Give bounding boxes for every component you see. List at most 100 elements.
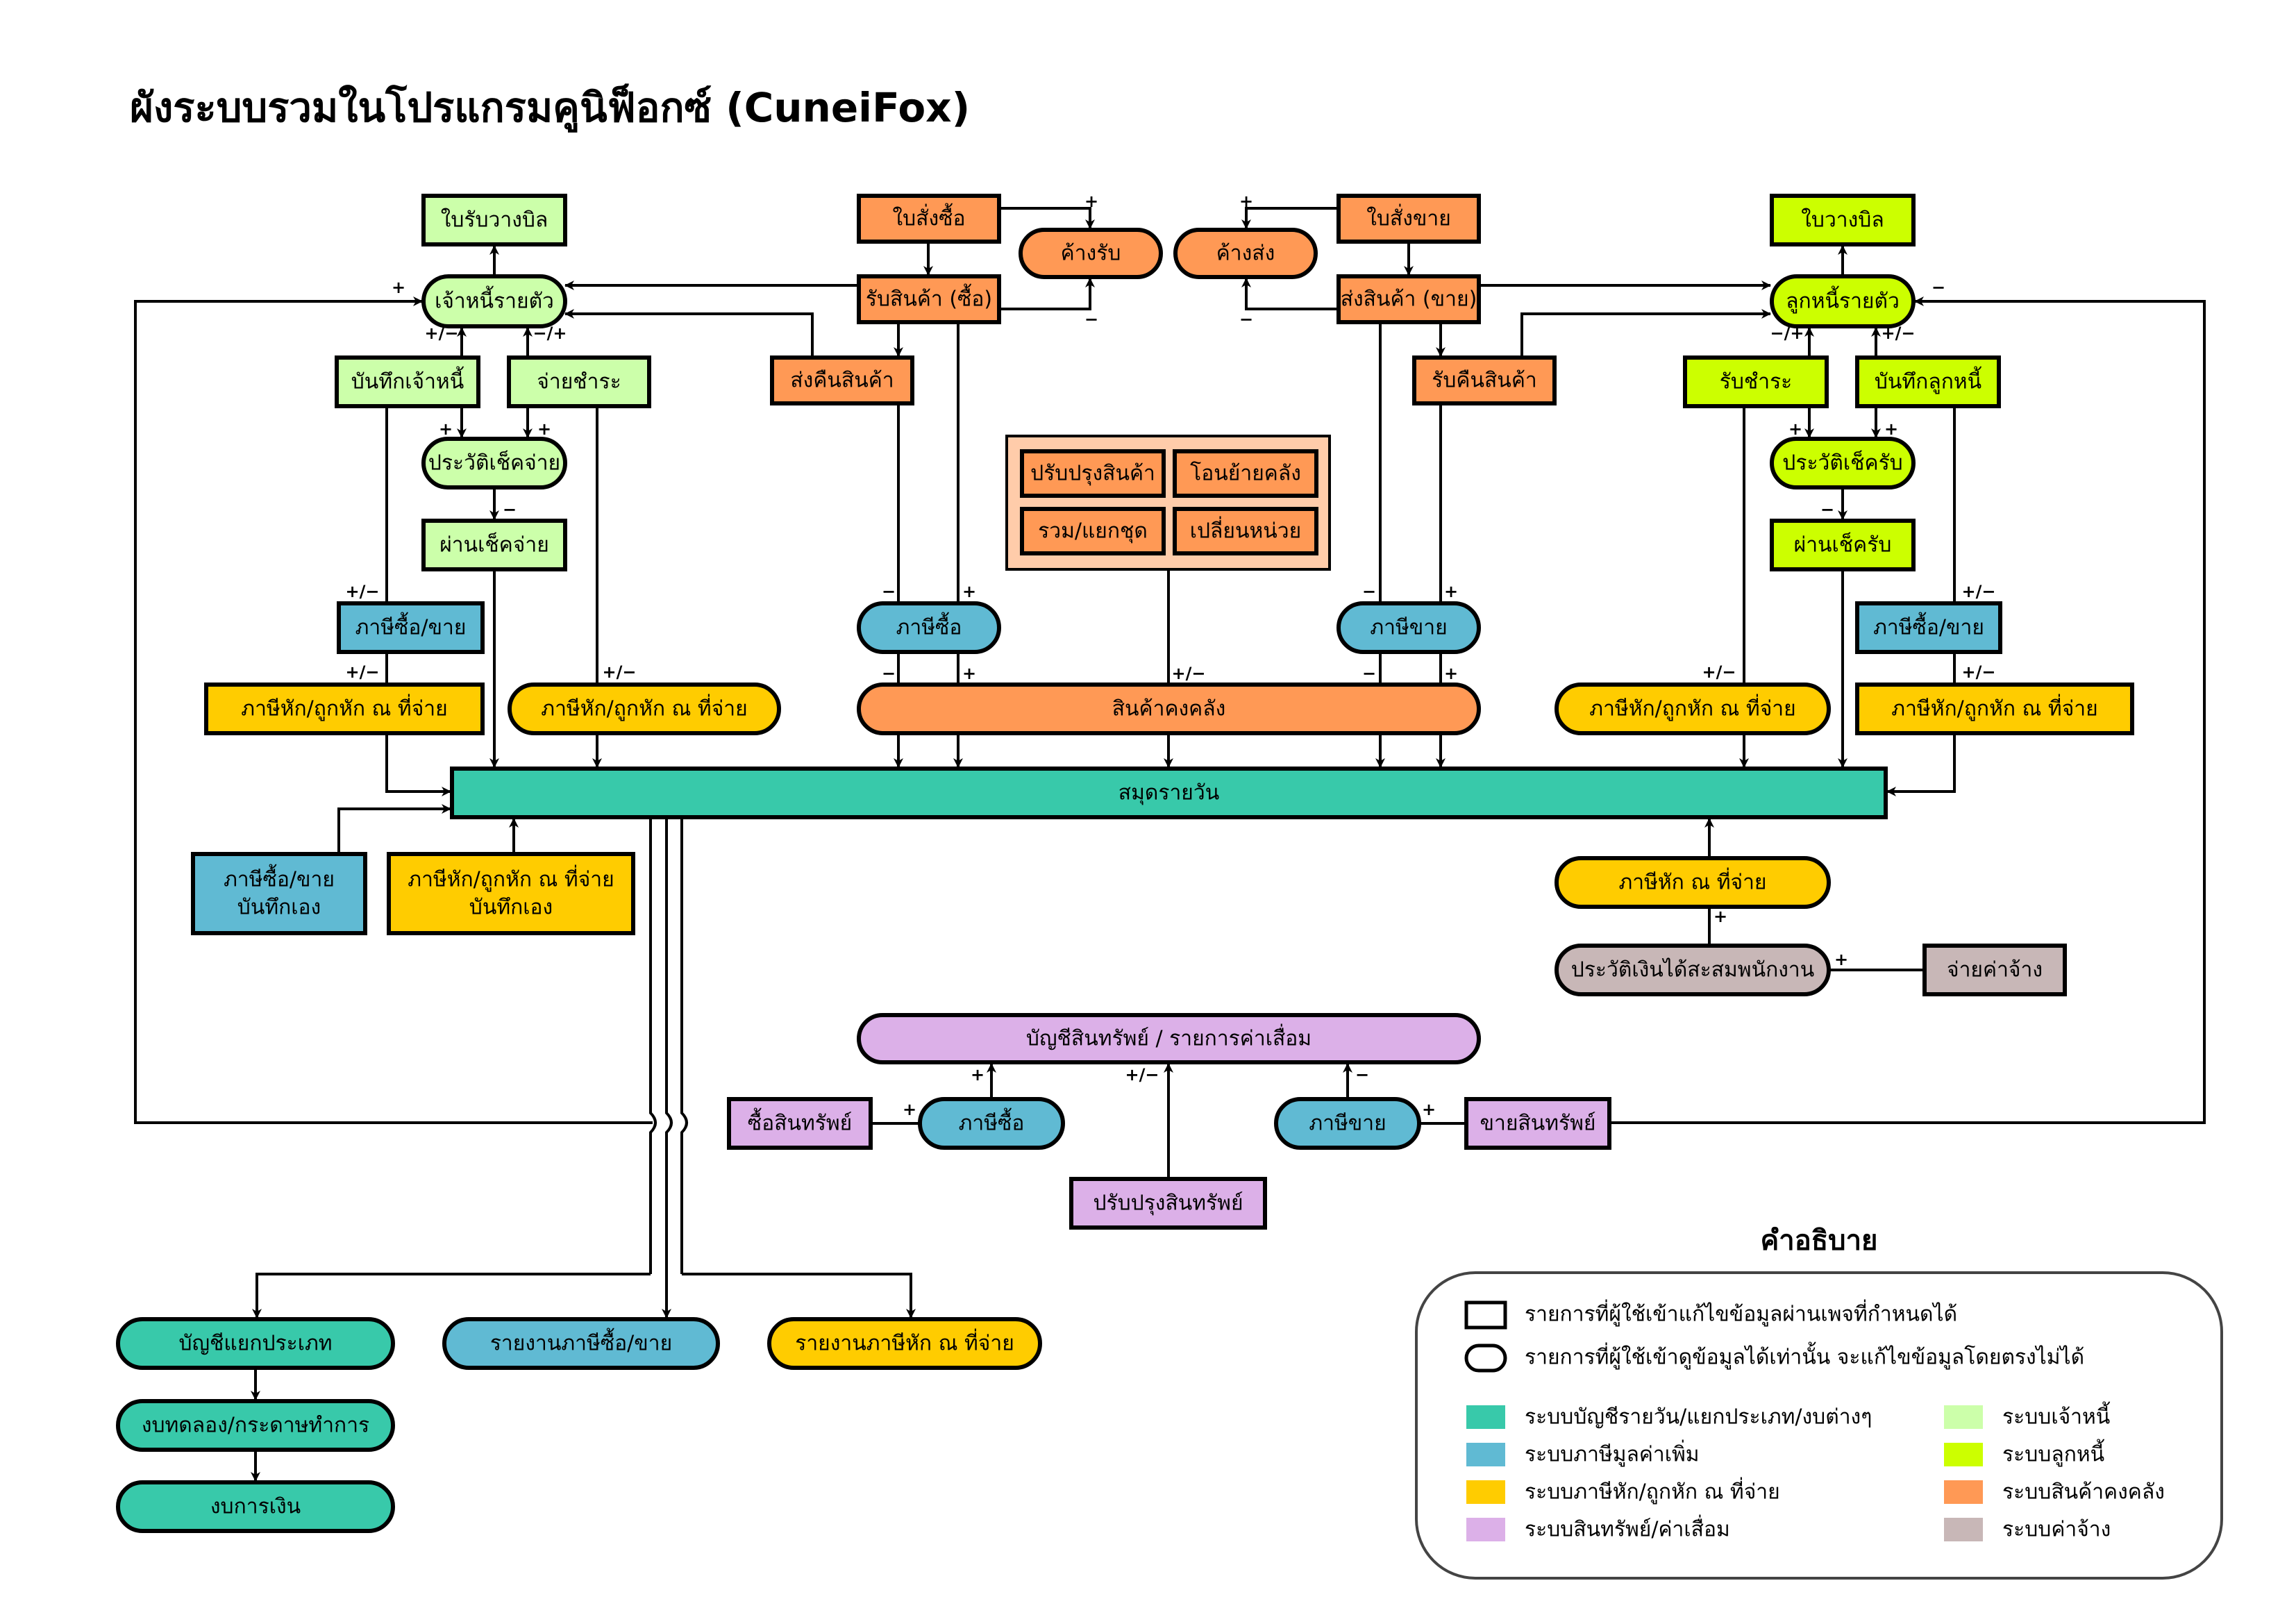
node-paid-cheque-history[interactable]: ประวัติเช็คจ่าย [421, 437, 567, 489]
edge-sign: − [503, 500, 517, 519]
edge-sign: + [1788, 419, 1802, 439]
node-shape [387, 852, 635, 935]
node-combine-split[interactable]: รวม/แยกชุด [1020, 507, 1166, 555]
node-wht-payroll[interactable]: ภาษีหัก ณ ที่จ่าย [1555, 856, 1831, 909]
node-shape [1770, 194, 1916, 246]
node-label: รับสินค้า (ซื้อ) [866, 284, 992, 312]
node-financial-statements[interactable]: งบการเงิน [116, 1480, 395, 1533]
connector [564, 309, 814, 358]
legend-swatch-creditor [1944, 1405, 1983, 1429]
node-return-goods[interactable]: ส่งคืนสินค้า [770, 355, 914, 405]
legend-swatch-inventory [1944, 1480, 1983, 1504]
node-asset-output-vat[interactable]: ภาษีขาย [1274, 1097, 1421, 1150]
legend-swatch-debtor [1944, 1443, 1983, 1466]
node-inventory[interactable]: สินค้าคงคลัง [857, 683, 1481, 735]
node-record-debtor[interactable]: บันทึกลูกหนี้ [1855, 355, 2001, 408]
node-clear-received-cheque[interactable]: ผ่านเช็ครับ [1770, 519, 1916, 571]
node-receive-goods[interactable]: รับสินค้า (ซื้อ) [857, 274, 1001, 324]
node-label: บันทึกเอง [237, 896, 321, 920]
node-shape [116, 1317, 395, 1370]
legend-swatch-wht [1466, 1480, 1505, 1504]
connector [1611, 296, 2206, 1124]
node-shape [1336, 601, 1481, 654]
legend-system-label: ระบบบัญชีรายวัน/แยกประเภท/งบต่างๆ [1525, 1405, 1872, 1430]
node-sales-order[interactable]: ใบสั่งขาย [1336, 194, 1481, 244]
connector [252, 1273, 651, 1319]
node-vat-report[interactable]: รายงานภาษีซื้อ/ขาย [442, 1317, 720, 1370]
node-label: งบการเงิน [210, 1495, 301, 1519]
edge-sign: − [1362, 664, 1376, 683]
node-label: รวม/แยกชุด [1038, 519, 1148, 544]
node-receive-return[interactable]: รับคืนสินค้า [1412, 355, 1557, 405]
diagram-title: ผังระบบรวมในโปรแกรมคูนิฟ็อกซ์ (CuneiFox) [130, 84, 971, 131]
node-label: จ่ายค่าจ้าง [1947, 958, 2043, 982]
node-deliver-goods[interactable]: ส่งสินค้า (ขาย) [1336, 274, 1481, 324]
node-shape [1019, 228, 1163, 279]
node-label: ขายสินทรัพย์ [1480, 1112, 1596, 1136]
node-label: ประวัติเงินได้สะสมพนักงาน [1571, 957, 1815, 982]
node-trial-balance[interactable]: งบทดลอง/กระดาษทำการ [116, 1399, 395, 1452]
node-label: ภาษีซื้อ [896, 612, 962, 640]
node-general-ledger[interactable]: บัญชีแยกประเภท [116, 1317, 395, 1370]
nodes-layer: ใบรับวางบิลเจ้าหนี้รายตัวบันทึกเจ้าหนี้จ… [116, 194, 2134, 1533]
node-shape [507, 355, 651, 408]
node-shape [1173, 228, 1318, 279]
node-label: บันทึกเจ้าหนี้ [351, 367, 464, 394]
node-label: ใบสั่งซื้อ [892, 203, 965, 231]
node-adjust-asset[interactable]: ปรับปรุงสินทรัพย์ [1069, 1177, 1267, 1230]
node-employee-income-history[interactable]: ประวัติเงินได้สะสมพนักงาน [1555, 944, 1831, 996]
node-record-creditor[interactable]: บันทึกเจ้าหนี้ [335, 355, 480, 408]
node-asset-register[interactable]: บัญชีสินทรัพย์ / รายการค่าเสื่อม [857, 1013, 1481, 1064]
node-invoice-bill[interactable]: ใบวางบิล [1770, 194, 1916, 246]
edge-sign: − [1820, 500, 1834, 519]
node-shape [1173, 449, 1318, 498]
node-label: ใบรับวางบิล [441, 208, 548, 233]
node-wht-manual[interactable]: ภาษีหัก/ถูกหัก ณ ที่จ่ายบันทึกเอง [387, 852, 635, 935]
node-vat-right[interactable]: ภาษีซื้อ/ขาย [1855, 601, 2002, 654]
connector [134, 296, 653, 1124]
node-shape [1412, 355, 1557, 405]
node-shape [1922, 944, 2067, 996]
node-wht-left-rect[interactable]: ภาษีหัก/ถูกหัก ณ ที่จ่าย [204, 683, 485, 735]
node-label: ภาษีหัก/ถูกหัก ณ ที่จ่าย [1589, 694, 1795, 721]
node-output-vat[interactable]: ภาษีขาย [1336, 601, 1481, 654]
node-purchase-order[interactable]: ใบสั่งซื้อ [857, 194, 1001, 244]
node-input-vat[interactable]: ภาษีซื้อ [857, 601, 1001, 654]
edge-sign: − [882, 664, 896, 683]
node-shape [1336, 274, 1481, 324]
node-received-cheque-history[interactable]: ประวัติเช็ครับ [1770, 437, 1916, 489]
node-bill-receipt[interactable]: ใบรับวางบิล [421, 194, 567, 246]
node-asset-input-vat[interactable]: ภาษีซื้อ [918, 1097, 1065, 1150]
node-wht-right-rect[interactable]: ภาษีหัก/ถูกหัก ณ ที่จ่าย [1855, 683, 2134, 735]
node-debtor-ledger[interactable]: ลูกหนี้รายตัว [1770, 274, 1916, 328]
node-wht-left-pill[interactable]: ภาษีหัก/ถูกหัก ณ ที่จ่าย [508, 683, 781, 735]
legend-pill-shape-icon [1464, 1343, 1507, 1373]
node-label: เปลี่ยนหน่วย [1190, 517, 1301, 544]
node-wht-report[interactable]: รายงานภาษีหัก ณ ที่จ่าย [767, 1317, 1042, 1370]
legend: คำอธิบายรายการที่ผู้ใช้เข้าแก้ไขข้อมูลผ่… [1415, 1225, 2223, 1580]
node-wht-right-pill[interactable]: ภาษีหัก/ถูกหัก ณ ที่จ่าย [1555, 683, 1831, 735]
node-pending-delivery[interactable]: ค้างส่ง [1173, 228, 1318, 279]
node-change-unit[interactable]: เปลี่ยนหน่วย [1173, 507, 1318, 555]
node-transfer-warehouse[interactable]: โอนย้ายคลัง [1173, 449, 1318, 498]
edge-sign: +/− [1962, 582, 1996, 601]
node-pay-settlement[interactable]: จ่ายชำระ [507, 355, 651, 408]
node-label: งบทดลอง/กระดาษทำการ [142, 1414, 369, 1438]
node-creditor-ledger[interactable]: เจ้าหนี้รายตัว [421, 274, 567, 328]
node-adjust-goods[interactable]: ปรับปรุงสินค้า [1020, 449, 1166, 498]
node-pending-receive[interactable]: ค้างรับ [1019, 228, 1163, 279]
edge-sign: − [1355, 1065, 1369, 1085]
node-clear-paid-cheque[interactable]: ผ่านเช็คจ่าย [421, 519, 567, 571]
legend-box [1415, 1271, 2223, 1580]
node-label: ปรับปรุงสินค้า [1030, 462, 1155, 487]
node-vat-left[interactable]: ภาษีซื้อ/ขาย [337, 601, 485, 654]
node-shape [1464, 1097, 1611, 1150]
node-label: ประวัติเช็ครับ [1782, 450, 1902, 476]
node-journal[interactable]: สมุดรายวัน [450, 767, 1888, 819]
node-sell-asset[interactable]: ขายสินทรัพย์ [1464, 1097, 1611, 1150]
node-buy-asset[interactable]: ซื้อสินทรัพย์ [727, 1097, 873, 1150]
node-receive-settlement[interactable]: รับชำระ [1683, 355, 1829, 408]
node-pay-wages[interactable]: จ่ายค่าจ้าง [1922, 944, 2067, 996]
legend-rect-shape-icon [1464, 1300, 1507, 1330]
